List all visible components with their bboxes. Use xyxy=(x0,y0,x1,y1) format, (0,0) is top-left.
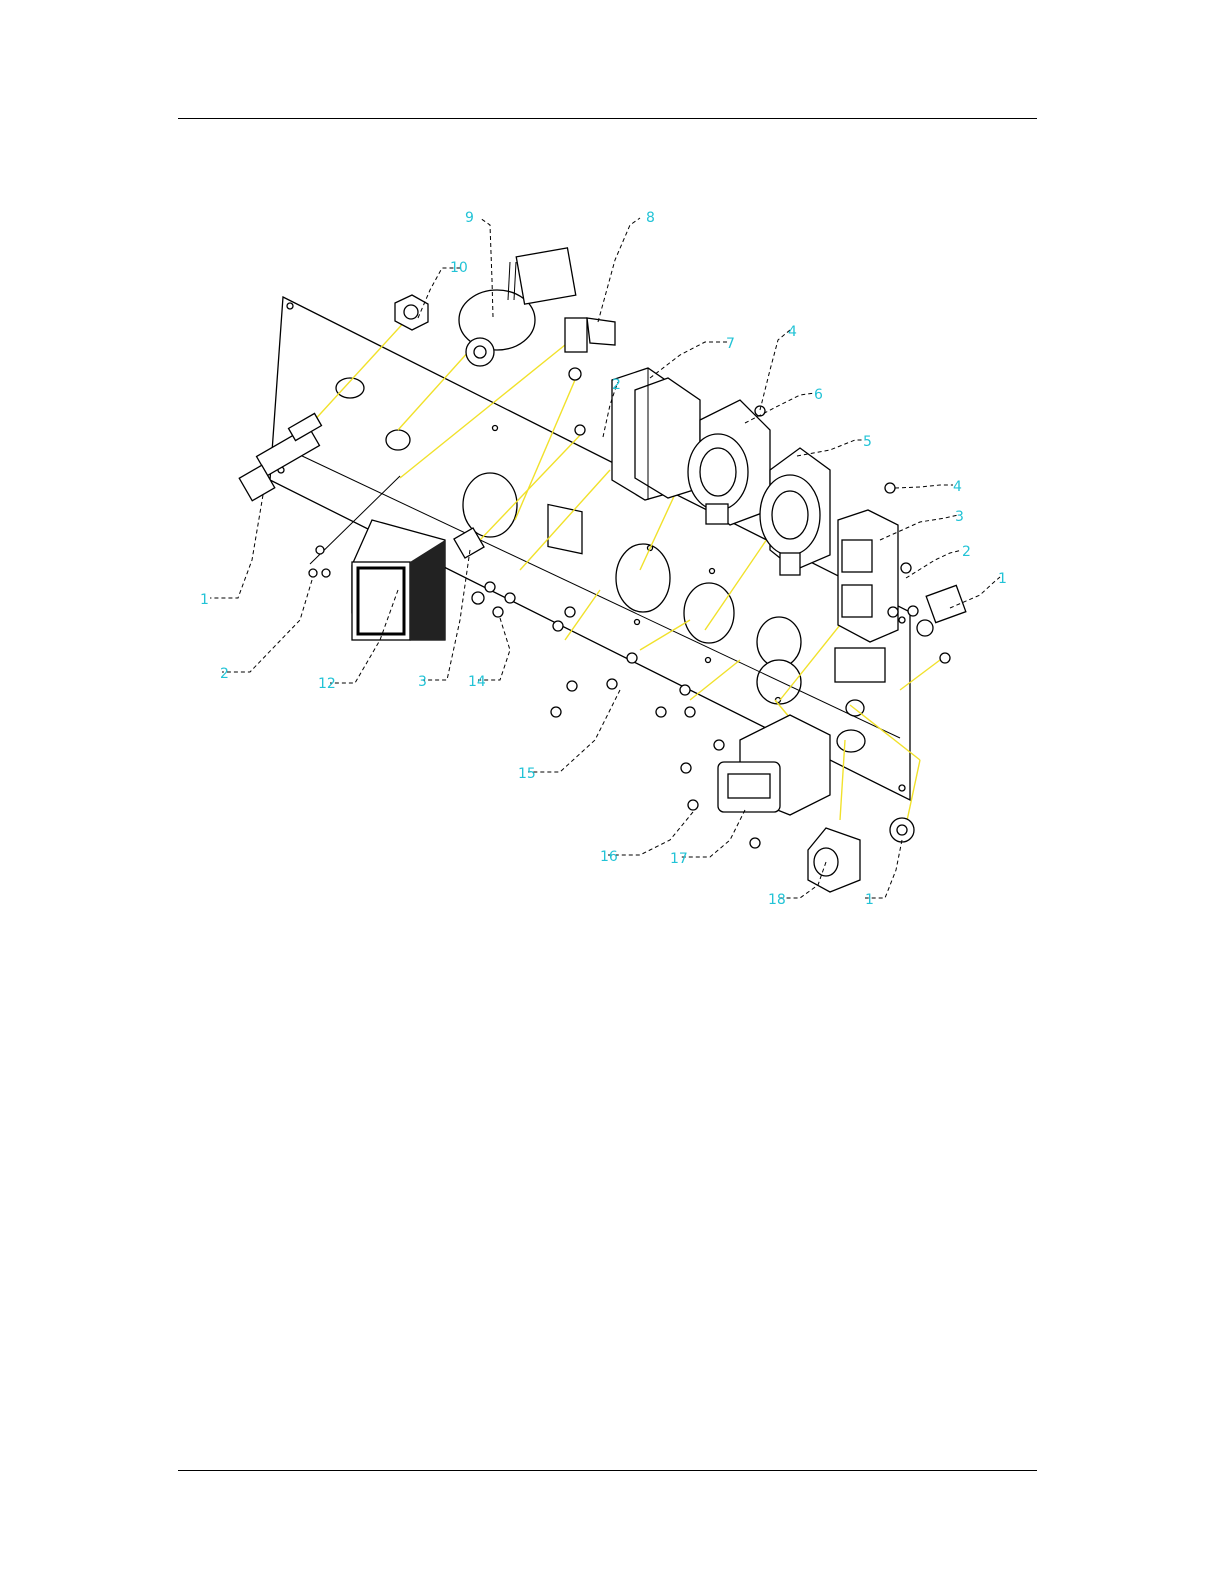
callout-label: 4 xyxy=(788,324,797,340)
callout-label: 2 xyxy=(220,666,229,682)
callout-label: 8 xyxy=(646,210,655,226)
callout-label: 9 xyxy=(465,210,474,226)
duplex-receptacle-part xyxy=(838,510,898,642)
callout-label: 5 xyxy=(863,434,872,450)
callout-label: 14 xyxy=(468,674,486,690)
callout-label: 7 xyxy=(726,336,735,352)
round-nut-part xyxy=(890,818,914,842)
meter-part xyxy=(352,520,445,640)
callout-label: 1 xyxy=(865,892,874,908)
callout-label: 2 xyxy=(962,544,971,560)
callout-label: 18 xyxy=(768,892,786,908)
circuit-breaker-part xyxy=(612,368,700,500)
callout-label: 15 xyxy=(518,766,536,782)
callout-label: 1 xyxy=(200,592,209,608)
callout-label: 2 xyxy=(612,377,621,393)
callout-label: 10 xyxy=(450,260,468,276)
ignition-switch-part xyxy=(459,248,576,366)
callout-label: 4 xyxy=(953,479,962,495)
callout-label: 3 xyxy=(955,509,964,525)
callout-label: 17 xyxy=(670,851,688,867)
callout-label: 1 xyxy=(998,571,1007,587)
hour-meter-part xyxy=(718,715,830,815)
callout-label: 6 xyxy=(814,387,823,403)
small-receptacle-part xyxy=(808,828,860,892)
bracket-part xyxy=(565,318,615,352)
hex-nut-part xyxy=(395,295,428,330)
toggle-switch-part xyxy=(917,585,966,636)
callout-label: 3 xyxy=(418,674,427,690)
callout-label: 16 xyxy=(600,849,618,865)
callout-label: 12 xyxy=(318,676,336,692)
